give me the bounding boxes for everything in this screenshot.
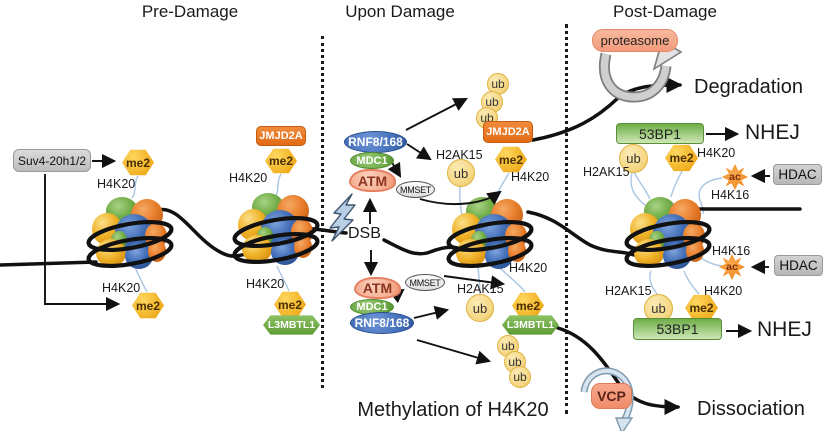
rnf8-168-oval: RNF8/168 [344, 131, 407, 153]
53bp1-protein: 53BP1 [616, 123, 704, 144]
l3mbtl1-protein: L3MBTL1 [502, 315, 559, 335]
atm-blob: ATM [354, 277, 401, 299]
arrow-complex-to-ubchain-bottom [416, 339, 492, 365]
proteasome: proteasome [592, 29, 678, 52]
dissociation-label: Dissociation [697, 398, 805, 420]
arrow-complex-to-ub-bottom [413, 305, 450, 320]
mdc1-oval: MDC1 [350, 299, 394, 315]
ub-mark: ub [619, 144, 648, 173]
suv420-enzyme: Suv4-20h1/2 [13, 149, 91, 172]
nhej-label: NHEJ [745, 121, 800, 144]
h2ak15-label: H2AK15 [457, 282, 504, 296]
h2ak15-label: H2AK15 [605, 284, 652, 298]
hdac-protein: HDAC [773, 164, 822, 185]
h4k20-label: H4K20 [246, 277, 285, 291]
degradation-label: Degradation [694, 76, 803, 98]
vcp-protein: VCP [591, 383, 632, 409]
nucleosome-post [625, 197, 712, 271]
ac-mark: ac [722, 164, 748, 190]
mmset-oval: MMSET [396, 181, 435, 198]
h4k20-label: H4K20 [97, 177, 136, 191]
l3mbtl1-protein: L3MBTL1 [263, 315, 320, 335]
ub-mark: ub [466, 294, 494, 322]
divider-pre-upon [321, 36, 324, 388]
h4k20-label: H4K20 [697, 146, 736, 160]
jmjd2a-protein: JMJD2A [256, 126, 306, 146]
ub-mark: ub [447, 159, 475, 187]
h4k20-label: H4K20 [102, 281, 141, 295]
nhej-label: NHEJ [757, 318, 812, 341]
lightning-icon [329, 193, 356, 242]
arrow-complex-to-ubchain-top [405, 98, 468, 131]
arrow-suv-to-me2-bottom [44, 174, 121, 312]
arrow-mmset-to-me2-bottom [443, 275, 506, 290]
arrows [44, 98, 770, 365]
ub-mark: ub [487, 73, 509, 95]
phase-header-upon: Upon Damage [345, 2, 455, 21]
dsb-label: DSB [348, 225, 381, 242]
h4k20-label: H4K20 [704, 284, 743, 298]
h2ak15-label: H2AK15 [583, 165, 630, 179]
arrow-mmset-to-me2-top [419, 190, 502, 205]
mdc1-oval: MDC1 [350, 152, 394, 169]
phase-header-pre: Pre-Damage [141, 2, 239, 21]
figure-caption: Methylation of H4K20 [357, 399, 549, 421]
h4k20-label: H4K20 [511, 170, 550, 184]
mmset-oval: MMSET [405, 274, 445, 291]
h2ak15-label: H2AK15 [436, 148, 483, 162]
atm-blob: ATM [349, 169, 396, 192]
ac-mark: ac [719, 254, 745, 280]
phase-header-post: Post-Damage [613, 2, 717, 21]
ub-mark: ub [509, 366, 531, 388]
rnf8-168-oval: RNF8/168 [350, 312, 414, 334]
h4k16-label: H4K16 [711, 188, 750, 202]
h4k20-label: H4K20 [229, 171, 268, 185]
jmjd2a-protein: JMJD2A [483, 121, 533, 143]
53bp1-protein: 53BP1 [633, 318, 722, 340]
nucleosome-pre-2 [233, 193, 320, 267]
h4k16-label: H4K16 [712, 244, 751, 258]
nucleosome-pre-1 [87, 197, 174, 271]
arrow-complex-to-h2ak15-top [406, 143, 432, 161]
hdac-protein: HDAC [774, 255, 823, 276]
h4k20-label: H4K20 [509, 261, 548, 275]
divider-upon-post [565, 24, 568, 414]
dna-strand [0, 207, 802, 267]
nucleosome-upon [447, 197, 534, 271]
